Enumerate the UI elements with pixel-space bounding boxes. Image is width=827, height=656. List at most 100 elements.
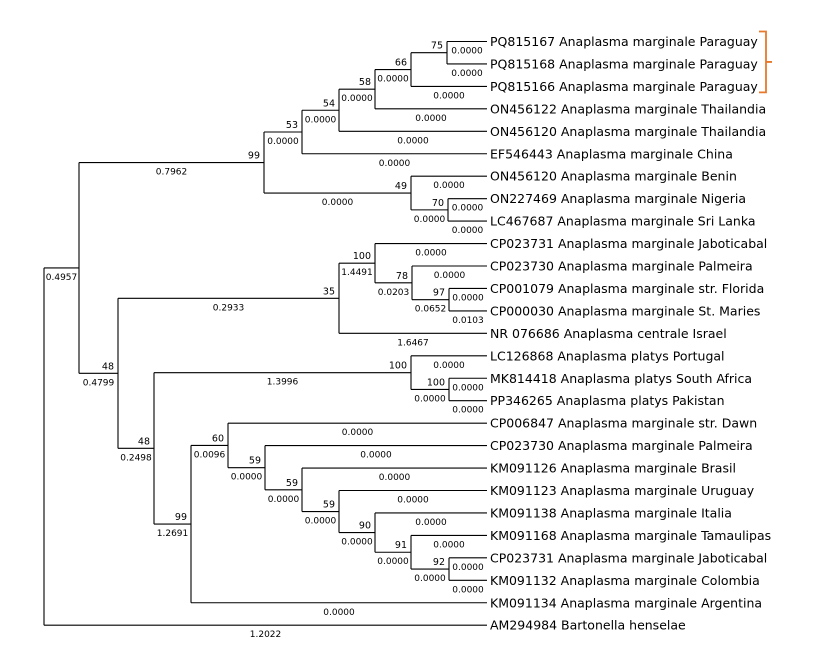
- branch-length-label: 0.0000: [377, 557, 409, 567]
- support-value: 70: [432, 198, 444, 209]
- taxon-label: NR 076686 Anaplasma centrale Israel: [490, 326, 727, 341]
- highlight-bracket: [759, 30, 772, 94]
- support-value: 53: [286, 120, 298, 131]
- support-value: 99: [248, 151, 260, 162]
- branch-length-label: 0.7962: [156, 168, 188, 178]
- branch-length-label: 0.0000: [341, 94, 373, 104]
- branch-length-label: 1.2022: [250, 630, 282, 640]
- support-value: 66: [395, 58, 407, 69]
- taxon-label: CP001079 Anaplasma marginale str. Florid…: [490, 281, 764, 296]
- branch-length-label: 0.0000: [268, 495, 300, 505]
- taxon-label: LC126868 Anaplasma platys Portugal: [490, 348, 725, 363]
- branch-length-label: 0.0000: [377, 75, 409, 85]
- branch-length-label: 0.0000: [415, 518, 447, 528]
- branch-length-label: 0.4799: [83, 378, 115, 388]
- support-value: 100: [353, 251, 371, 262]
- branch-length-label: 1.6467: [397, 338, 429, 348]
- branch-length-label: 0.0000: [452, 585, 484, 595]
- support-value: 92: [433, 557, 445, 568]
- taxon-label: CP006847 Anaplasma marginale str. Dawn: [490, 416, 757, 431]
- branch-length-label: 0.0000: [415, 249, 447, 259]
- support-value: 91: [395, 540, 407, 551]
- branch-length-label: 0.0000: [379, 159, 411, 169]
- taxon-label: KM091168 Anaplasma marginale Tamaulipas: [490, 528, 771, 543]
- support-value: 75: [431, 41, 443, 52]
- branch-length-label: 0.0000: [433, 181, 465, 191]
- branch-length-label: 0.0000: [452, 226, 484, 236]
- support-value: 58: [359, 77, 371, 88]
- support-value: 59: [323, 500, 335, 511]
- branch-length-label: 0.0000: [433, 91, 465, 101]
- taxon-label: PQ815166 Anaplasma marginale Paraguay: [490, 79, 758, 94]
- taxon-label: ON456120 Anaplasma marginale Benin: [490, 169, 737, 184]
- taxon-label: CP023730 Anaplasma marginale Palmeira: [490, 259, 753, 274]
- branch-length-label: 0.0000: [342, 428, 374, 438]
- branch-length-label: 0.0000: [267, 137, 299, 147]
- support-value: 97: [433, 288, 445, 299]
- support-value: 49: [395, 181, 407, 192]
- branch-length-label: 0.0000: [414, 574, 446, 584]
- branch-length-label: 0.0000: [451, 47, 483, 57]
- tree-branches: [43, 40, 487, 626]
- taxon-label: ON456122 Anaplasma marginale Thailandia: [490, 101, 766, 116]
- tree-labels: 0.0000 0.0000 75 0.0000 0.0000 66 0.0000 0.0000…: [46, 34, 771, 640]
- support-value: 59: [249, 456, 261, 467]
- branch-length-label: 0.0000: [414, 394, 446, 404]
- branch-length-label: 0.0000: [322, 198, 354, 208]
- branch-length-label: 0.0000: [434, 271, 466, 281]
- branch-length-label: 0.0000: [452, 383, 484, 393]
- taxon-label: CP023730 Anaplasma marginale Palmeira: [490, 438, 753, 453]
- branch-length-label: 0.0000: [451, 69, 483, 79]
- support-value: 48: [138, 436, 150, 447]
- support-value: 99: [175, 512, 187, 523]
- branch-length-label: 0.0000: [433, 540, 465, 550]
- taxon-label: PQ815168 Anaplasma marginale Paraguay: [490, 56, 758, 71]
- branch-length-label: 0.0000: [379, 473, 411, 483]
- branch-length-label: 0.0000: [231, 473, 263, 483]
- taxon-label: EF546443 Anaplasma marginale China: [490, 146, 733, 161]
- branch-length-label: 0.0000: [452, 563, 484, 573]
- taxon-label: MK814418 Anaplasma platys South Africa: [490, 371, 752, 386]
- taxon-label: ON456120 Anaplasma marginale Thailandia: [490, 124, 766, 139]
- taxon-label: PQ815167 Anaplasma marginale Paraguay: [490, 34, 758, 49]
- support-value: 35: [323, 286, 335, 297]
- support-value: 100: [427, 377, 445, 388]
- branch-length-label: 0.0000: [433, 361, 465, 371]
- branch-length-label: 0.0000: [414, 215, 446, 225]
- branch-length-label: 0.0000: [415, 114, 447, 124]
- taxon-label: KM091134 Anaplasma marginale Argentina: [490, 595, 762, 610]
- branch-length-label: 0.0652: [415, 305, 447, 315]
- branch-length-label: 0.0000: [452, 293, 484, 303]
- branch-length-label: 0.0000: [397, 496, 429, 506]
- support-value: 90: [359, 521, 371, 532]
- branch-length-label: 1.3996: [267, 378, 299, 388]
- branch-length-label: 0.0000: [452, 204, 484, 214]
- support-value: 59: [286, 478, 298, 489]
- branch-length-label: 0.0096: [194, 450, 226, 460]
- taxon-label: KM091132 Anaplasma marginale Colombia: [490, 573, 760, 588]
- support-value: 60: [212, 433, 224, 444]
- support-value: 54: [323, 98, 335, 109]
- taxon-label: AM294984 Bartonella henselae: [490, 618, 686, 633]
- branch-length-label: 1.2691: [157, 529, 189, 539]
- branch-length-label: 0.2498: [120, 453, 152, 463]
- taxon-label: KM091138 Anaplasma marginale Italia: [490, 505, 732, 520]
- taxon-label: ON227469 Anaplasma marginale Nigeria: [490, 191, 746, 206]
- branch-length-label: 1.4491: [341, 268, 373, 278]
- taxon-label: CP023731 Anaplasma marginale Jaboticabal: [490, 236, 767, 251]
- taxon-label: CP000030 Anaplasma marginale St. Maries: [490, 303, 760, 318]
- taxon-label: KM091126 Anaplasma marginale Brasil: [490, 461, 736, 476]
- support-value: 78: [396, 271, 408, 282]
- branch-length-label: 0.0000: [397, 136, 429, 146]
- branch-length-label: 0.0000: [360, 451, 392, 461]
- branch-length-label: 0.0000: [305, 115, 337, 125]
- taxon-label: LC467687 Anaplasma marginale Sri Lanka: [490, 214, 756, 229]
- support-value: 100: [389, 361, 407, 372]
- taxon-label: CP023731 Anaplasma marginale Jaboticabal: [490, 550, 767, 565]
- branch-length-label: 0.0103: [452, 316, 484, 326]
- branch-length-label: 0.4957: [46, 273, 78, 283]
- taxon-label: PP346265 Anaplasma platys Pakistan: [490, 393, 725, 408]
- branch-length-label: 0.0000: [323, 608, 355, 618]
- branch-length-label: 0.0000: [341, 538, 373, 548]
